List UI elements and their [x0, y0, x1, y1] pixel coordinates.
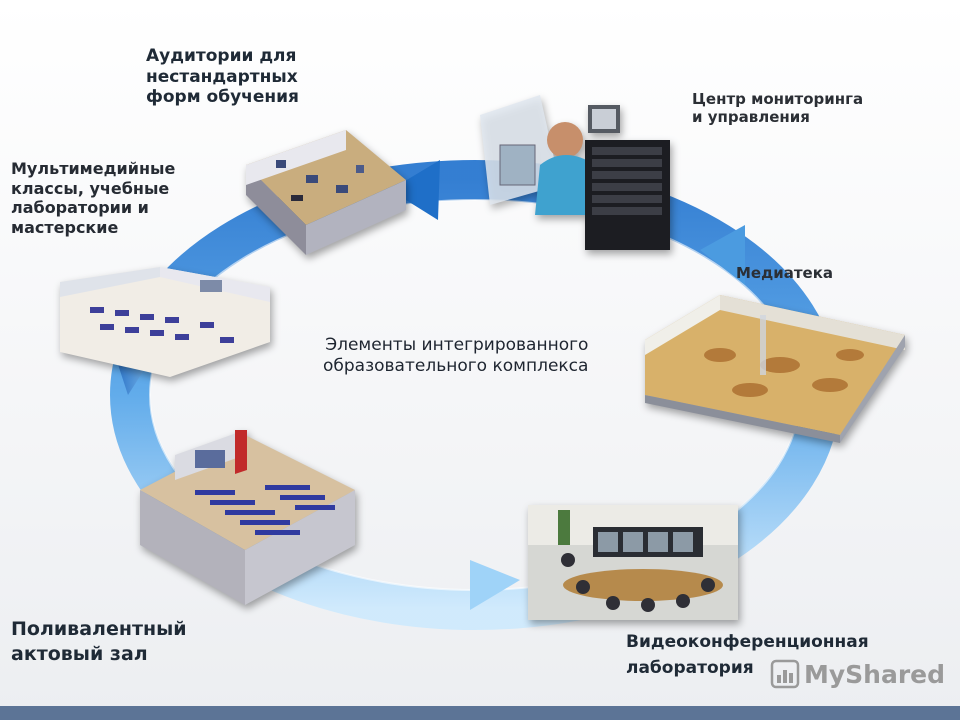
center-title: Элементы интегрированного образовательно… [323, 335, 588, 376]
label-multimedia-line: мастерские [11, 217, 119, 237]
label-auditoriums-line: форм обучения [146, 87, 299, 108]
label-video-lab-line: Видеоконференционная [626, 632, 869, 652]
label-auditoriums: Аудитории для нестандартных форм обучени… [146, 46, 299, 108]
label-multimedia: Мультимедийные классы, учебные лаборатор… [11, 159, 175, 237]
label-assembly-hall-line: актовый зал [11, 642, 148, 665]
label-media-library: Медиатека [736, 264, 833, 282]
auditorium-room-image [246, 130, 406, 255]
label-media-library-line: Медиатека [736, 264, 834, 282]
ring-arrowhead-right [700, 225, 745, 285]
center-title-line: Элементы интегрированного [325, 335, 589, 355]
label-monitoring: Центр мониторинга и управления [692, 90, 863, 127]
label-assembly-hall: Поливалентный актовый зал [11, 617, 187, 666]
monitoring-center-image [480, 95, 670, 250]
chart-logo-icon [770, 659, 800, 689]
label-auditoriums-line: Аудитории для [146, 46, 297, 66]
assembly-hall-image [140, 430, 355, 605]
label-monitoring-line: и управления [692, 108, 810, 127]
center-title-line: образовательного комплекса [323, 355, 589, 376]
label-auditoriums-line: нестандартных [146, 66, 298, 87]
video-lab-image [528, 505, 738, 620]
media-library-image [645, 295, 905, 443]
label-video-lab: Видеоконференционная лаборатория [626, 630, 869, 681]
watermark-text: MyShared [804, 659, 946, 689]
label-multimedia-line: классы, учебные [11, 178, 170, 198]
ring-arrowhead-bottom [470, 560, 520, 610]
ring-arrowhead-top [390, 160, 440, 220]
label-multimedia-line: лаборатории и [11, 198, 149, 218]
label-monitoring-line: Центр мониторинга [692, 90, 864, 108]
label-assembly-hall-line: Поливалентный [11, 618, 187, 640]
label-multimedia-line: Мультимедийные [11, 159, 176, 178]
watermark: MyShared [770, 656, 945, 692]
label-video-lab-line: лаборатория [626, 657, 754, 678]
multimedia-class-image [60, 267, 270, 377]
bottom-strip [0, 706, 960, 720]
